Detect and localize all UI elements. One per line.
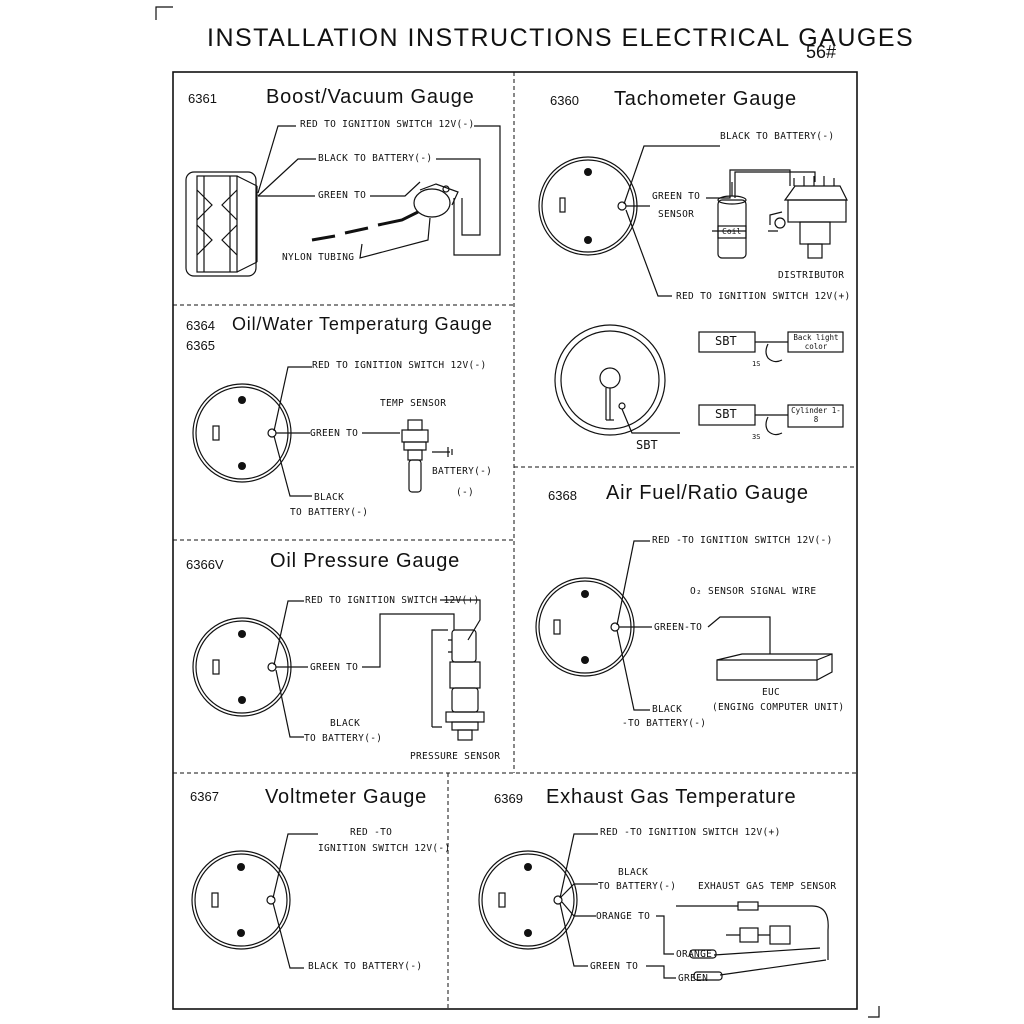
page-title: INSTALLATION INSTRUCTIONS ELECTRICAL GAU…: [207, 24, 915, 52]
euc-desc-label: (ENGING COMPUTER UNIT): [712, 702, 845, 713]
egt-black-label: BLACK: [618, 867, 649, 878]
egt-wires: [559, 833, 676, 979]
egt-sensor-label: EXHAUST GAS TEMP SENSOR: [698, 881, 837, 892]
backlight-color-label: Back light color: [793, 333, 839, 351]
oilwater-red-label: RED TO IGNITION SWITCH 12V(-): [312, 360, 487, 371]
egt-orange-label: ORANGE: [676, 949, 713, 960]
oilwater-title: Oil/Water Temperaturg Gauge: [232, 314, 493, 334]
airfuel-green-label: GREEN-TO: [654, 622, 703, 633]
oilpressure-green-label: GREEN TO: [310, 662, 359, 673]
volt-red-label: RED -TO: [350, 827, 393, 838]
boost-red-label: RED TO IGNITION SWITCH 12V(-): [300, 119, 475, 130]
boost-model: 6361: [188, 91, 217, 106]
tach-model: 6360: [550, 93, 579, 108]
gauge-mount-dots: [237, 168, 592, 937]
temp-sensor-label: TEMP SENSOR: [380, 398, 447, 409]
distributor-label: DISTRIBUTOR: [778, 270, 845, 281]
egt-title: Exhaust Gas Temperature: [546, 786, 797, 808]
press-1s-label: 1S: [752, 360, 761, 368]
airfuel-model: 6368: [548, 488, 577, 503]
cylinder-label: Cylinder 1-8: [791, 406, 841, 424]
oilpressure-wires: [273, 599, 481, 738]
boost-title: Boost/Vacuum Gauge: [266, 86, 475, 108]
oilpressure-black-label: BLACK: [330, 718, 361, 729]
egt-green-to-label: GREEN TO: [590, 961, 639, 972]
egt-green-label: GREEN: [678, 973, 709, 984]
volt-ignition-label: IGNITION SWITCH 12V(-): [318, 843, 451, 854]
oilwater-model-2: 6365: [186, 338, 215, 353]
corner-mark-bottom-right: [868, 1006, 880, 1018]
oilpressure-red-label: RED TO IGNITION SWITCH 12V(+): [305, 595, 480, 606]
sbt-button-1: SBT: [715, 334, 737, 348]
sbt-gauge-face: [554, 324, 680, 436]
tach-red-label: RED TO IGNITION SWITCH 12V(+): [676, 291, 851, 302]
page-code: 56#: [806, 42, 837, 62]
euc-box: [716, 653, 833, 681]
sbt-button-2: SBT: [715, 407, 737, 421]
oilpressure-model: 6366V: [186, 557, 224, 572]
oilwater-model-1: 6364: [186, 318, 215, 333]
airfuel-red-label: RED -TO IGNITION SWITCH 12V(-): [652, 535, 833, 546]
tach-wires: [623, 145, 816, 297]
ignition-coil: [717, 182, 747, 259]
pressure-sensor-label: PRESSURE SENSOR: [410, 751, 501, 762]
egt-sensor: [676, 901, 829, 981]
oilpressure-title: Oil Pressure Gauge: [270, 550, 461, 572]
oilpressure-black-battery-label: TO BATTERY(-): [304, 733, 383, 744]
boost-green-label: GREEN TO: [318, 190, 367, 201]
boost-wires: [257, 125, 501, 259]
volt-model: 6367: [190, 789, 219, 804]
oilwater-wires: [273, 366, 453, 497]
egt-black-battery-label: TO BATTERY(-): [598, 881, 677, 892]
oilwater-green-label: GREEN TO: [310, 428, 359, 439]
sbt-wire-label: SBT: [636, 438, 658, 452]
volt-wires: [272, 833, 318, 969]
egt-gauge-face: [478, 850, 578, 950]
volt-title: Voltmeter Gauge: [265, 786, 428, 808]
oilwater-ground-label: (-): [456, 487, 475, 498]
section-dividers: [173, 72, 857, 1009]
o2-sensor-label: O₂ SENSOR SIGNAL WIRE: [690, 586, 817, 597]
volt-black-label: BLACK TO BATTERY(-): [308, 961, 423, 972]
egt-orange-to-label: ORANGE TO: [596, 911, 651, 922]
egt-red-label: RED -TO IGNITION SWITCH 12V(+): [600, 827, 781, 838]
airfuel-title: Air Fuel/Ratio Gauge: [606, 482, 809, 504]
corner-mark-top-left: [155, 6, 173, 20]
press-3s-label: 3S: [752, 433, 761, 441]
tach-black-label: BLACK TO BATTERY(-): [720, 131, 835, 142]
oilwater-black-label: BLACK: [314, 492, 345, 503]
airfuel-wires: [616, 540, 771, 711]
egt-model: 6369: [494, 791, 523, 806]
distributor: [774, 176, 848, 259]
euc-label: EUC: [762, 687, 781, 698]
temp-sensor: [401, 419, 429, 493]
airfuel-black-battery-label: -TO BATTERY(-): [622, 718, 707, 729]
pressure-sensor: [445, 629, 485, 741]
sbt-buttons: [698, 331, 844, 436]
nylon-tubing-label: NYLON TUBING: [282, 252, 355, 263]
oilwater-battery-label: BATTERY(-): [432, 466, 493, 477]
tach-sensor-label: SENSOR: [658, 209, 695, 220]
tach-title: Tachometer Gauge: [614, 88, 797, 110]
volt-gauge-face: [191, 850, 291, 950]
tach-green-label: GREEN TO: [652, 191, 701, 202]
boost-gauge-side-view: [185, 171, 258, 277]
oilwater-black-battery-label: TO BATTERY(-): [290, 507, 369, 518]
airfuel-black-label: BLACK: [652, 704, 683, 715]
coil-label: Coil: [722, 227, 742, 236]
boost-black-label: BLACK TO BATTERY(-): [318, 153, 433, 164]
